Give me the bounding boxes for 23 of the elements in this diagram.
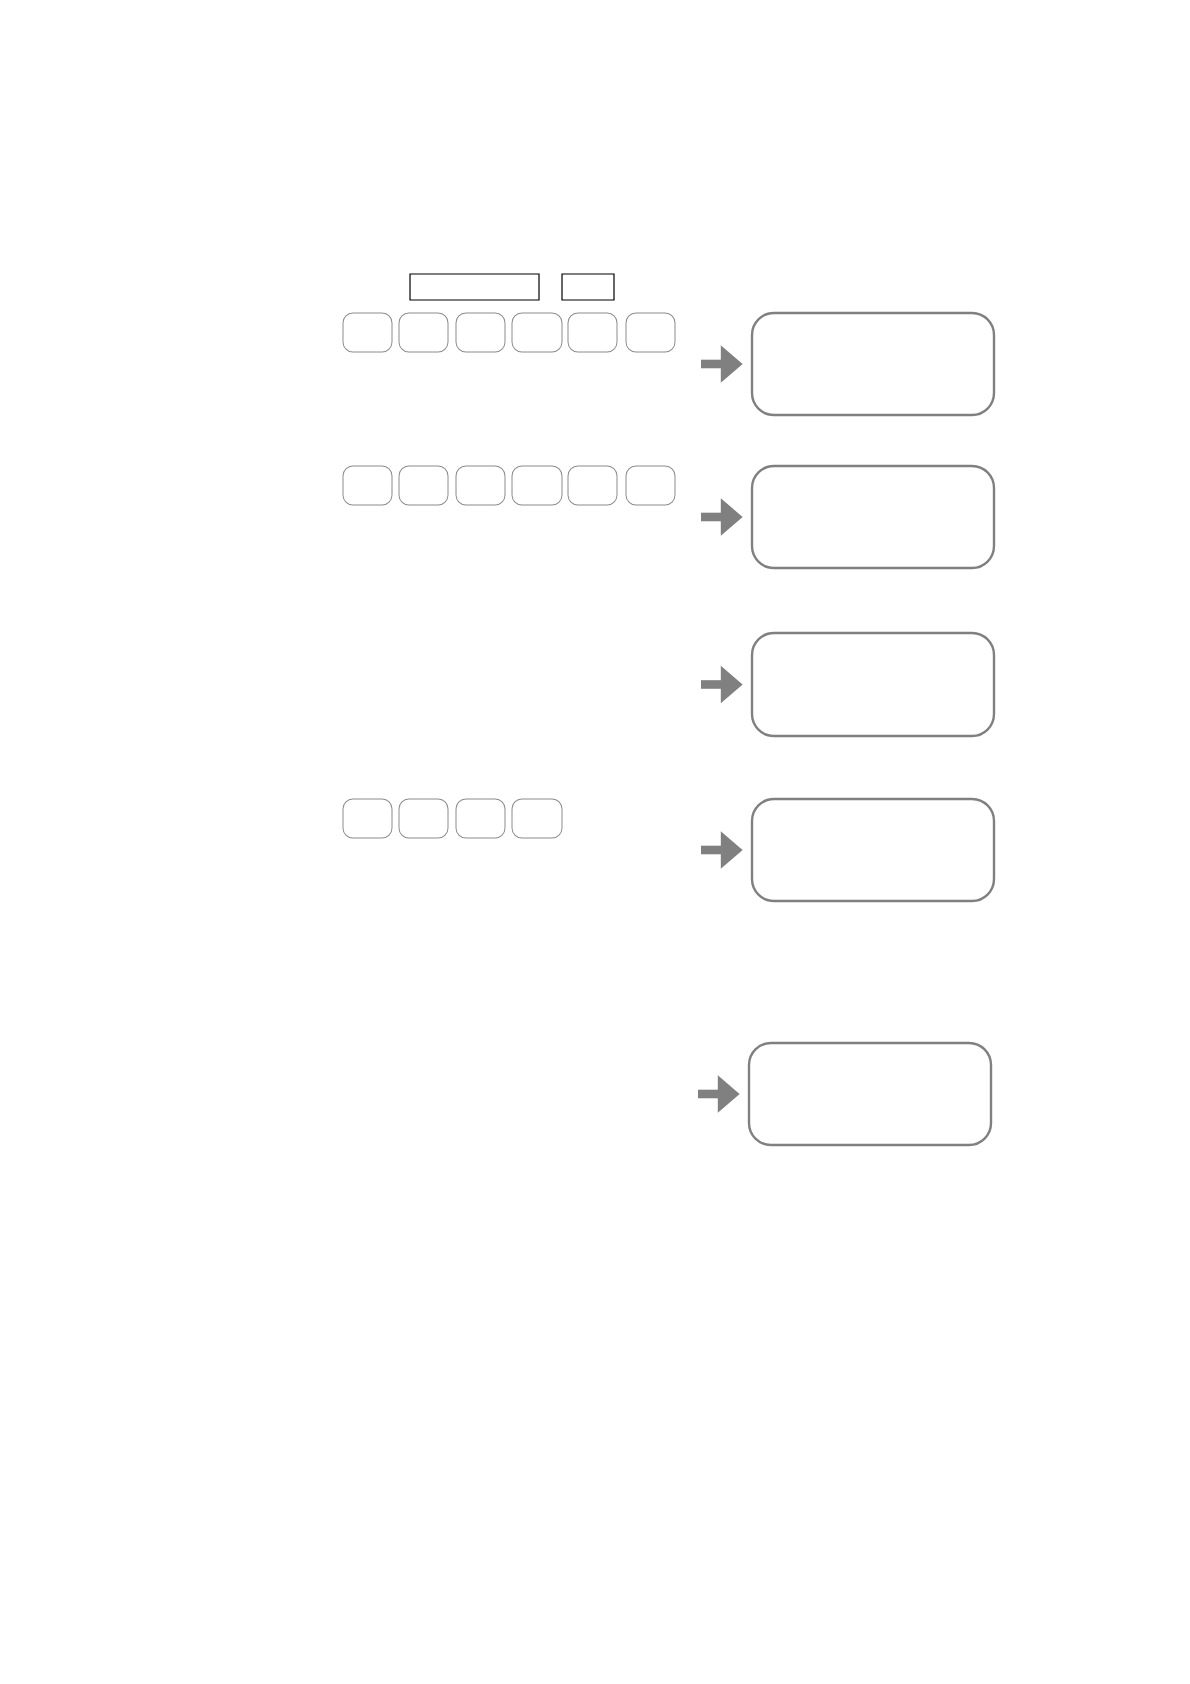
rounded-box [398,798,449,839]
rounded-box [455,465,506,506]
large-rounded-box [747,1041,993,1147]
large-rounded-box [750,797,996,903]
rounded-box [342,465,393,506]
large-rounded-box [750,311,996,417]
rounded-box [625,312,676,353]
large-rounded-box [750,464,996,570]
rounded-box [342,312,393,353]
rounded-box [511,312,563,353]
rounded-box [455,312,506,353]
rounded-box [398,465,449,506]
label-box [561,273,615,301]
large-rounded-box [750,631,996,738]
label-box [409,273,540,301]
rounded-box [398,312,449,353]
rounded-box [567,312,618,353]
rounded-box [625,465,676,506]
rounded-box [567,465,618,506]
rounded-box [455,798,506,839]
rounded-box [342,798,393,839]
rounded-box [511,465,563,506]
rounded-box [511,798,563,839]
